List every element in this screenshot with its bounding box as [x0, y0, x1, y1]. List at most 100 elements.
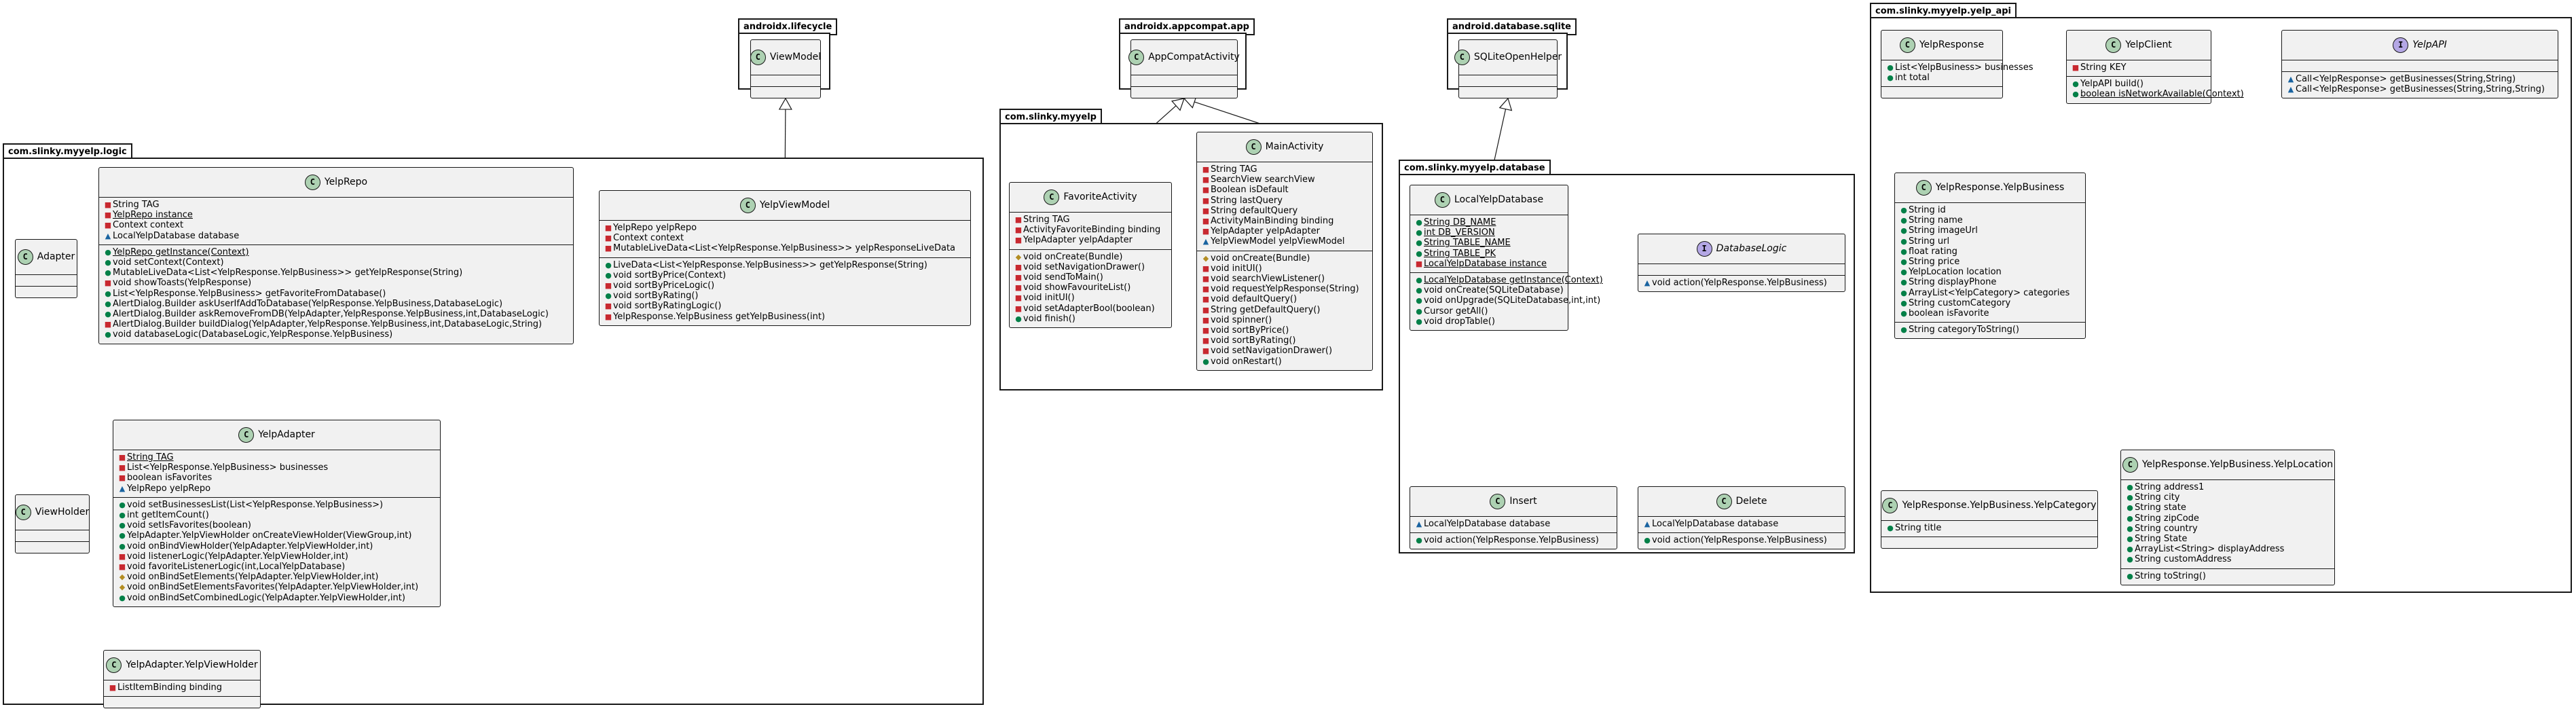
private-visibility-icon: ■ — [1202, 263, 1210, 273]
private-visibility-icon: ■ — [104, 200, 112, 209]
class-badge-icon: C — [106, 657, 122, 673]
private-visibility-icon: ■ — [1202, 336, 1210, 346]
public-visibility-icon: ● — [2127, 493, 2133, 503]
class-name: SQLiteOpenHelper — [1473, 51, 1562, 62]
method-text: List<YelpResponse.YelpBusiness> getFavor… — [113, 288, 386, 299]
public-visibility-icon: ● — [2127, 534, 2133, 544]
private-visibility-icon: ■ — [118, 473, 126, 483]
method-row: ■void showToasts(YelpResponse) — [103, 278, 569, 288]
package-visibility-icon: ▲ — [1416, 520, 1422, 528]
method-text: void onRestart() — [1211, 356, 1282, 367]
class-badge-icon: C — [1044, 189, 1060, 205]
field-text: YelpAdapter yelpAdapter — [1023, 235, 1133, 246]
method-row: ■void favoriteListenerLogic(int,LocalYel… — [117, 562, 436, 572]
field-row: ■Context context — [103, 220, 569, 230]
field-text: String defaultQuery — [1211, 205, 1298, 216]
methods-section — [16, 541, 89, 553]
method-row: ■void initUI() — [1201, 263, 1368, 274]
method-row: ●Cursor getAll() — [1414, 306, 1564, 316]
field-text: LocalYelpDatabase instance — [1424, 258, 1547, 269]
package-tab-androidx-appcompat: androidx.appcompat.app — [1119, 18, 1255, 35]
method-row: ●void setIsFavorites(boolean) — [117, 520, 436, 530]
class-name: YelpAdapter.YelpViewHolder — [126, 659, 258, 670]
inheritance-arrow-icon — [1498, 97, 1513, 111]
method-text: Call<YelpResponse> getBusinesses(String,… — [2296, 74, 2516, 84]
fields-section: ■String TAG■List<YelpResponse.YelpBusine… — [113, 450, 440, 497]
package-tab-yelp-api: com.slinky.myyelp.yelp_api — [1870, 3, 2017, 20]
method-row: ●MutableLiveData<List<YelpResponse.YelpB… — [103, 268, 569, 278]
method-text: boolean isNetworkAvailable(Context) — [2080, 89, 2244, 100]
public-visibility-icon: ● — [2127, 513, 2133, 523]
public-visibility-icon: ● — [1900, 325, 1907, 335]
field-row: ■String lastQuery — [1201, 196, 1368, 206]
class-badge-icon: C — [1454, 50, 1470, 65]
public-visibility-icon: ● — [119, 500, 126, 509]
public-visibility-icon: ● — [119, 511, 126, 520]
method-text: void action(YelpResponse.YelpBusiness) — [1652, 535, 1827, 546]
method-row: ●void onBindSetCombinedLogic(YelpAdapter… — [117, 593, 436, 603]
method-text: void onCreate(Bundle) — [1023, 251, 1123, 262]
field-text: MutableLiveData<List<YelpResponse.YelpBu… — [613, 243, 956, 254]
public-visibility-icon: ● — [119, 593, 126, 602]
public-visibility-icon: ● — [1887, 524, 1894, 532]
public-visibility-icon: ● — [1644, 536, 1651, 545]
private-visibility-icon: ■ — [1014, 293, 1023, 303]
public-visibility-icon: ● — [605, 270, 612, 280]
public-visibility-icon: ● — [1416, 249, 1422, 258]
method-row: ◆void onBindSetElements(YelpAdapter.Yelp… — [117, 572, 436, 582]
methods-section: ●void setBusinessesList(List<YelpRespons… — [113, 496, 440, 606]
fields-section: ■YelpRepo yelpRepo■Context context■Mutab… — [600, 220, 970, 257]
field-text: YelpRepo yelpRepo — [613, 223, 697, 233]
method-row: ●YelpAPI build() — [2071, 79, 2207, 89]
method-text: void finish() — [1023, 313, 1075, 324]
class-name: YelpResponse.YelpBusiness — [1935, 181, 2065, 193]
methods-section: ▲void action(YelpResponse.YelpBusiness) — [1638, 275, 1845, 291]
class-name: YelpResponse — [1919, 39, 1985, 50]
method-row: ●List<YelpResponse.YelpBusiness> getFavo… — [103, 289, 569, 299]
method-text: void sortByRatingLogic() — [613, 301, 722, 312]
public-visibility-icon: ● — [2127, 571, 2133, 581]
methods-section: ●void action(YelpResponse.YelpBusiness) — [1638, 532, 1845, 549]
method-text: void action(YelpResponse.YelpBusiness) — [1424, 535, 1599, 546]
private-visibility-icon: ■ — [1202, 285, 1210, 294]
field-text: ArrayList<String> displayAddress — [2135, 544, 2285, 555]
public-visibility-icon: ● — [1015, 314, 1022, 323]
class-badge-icon: C — [304, 175, 320, 190]
class-badge-icon: C — [1882, 498, 1898, 513]
field-row: ●String imageUrl — [1899, 225, 2081, 236]
method-row: ●AlertDialog.Builder askRemoveFromDB(Yel… — [103, 309, 569, 319]
field-row: ●String country — [2125, 524, 2330, 534]
protected-visibility-icon: ◆ — [119, 583, 126, 592]
private-visibility-icon: ■ — [1014, 215, 1023, 224]
class-name: ViewModel — [769, 51, 822, 62]
fields-section — [751, 75, 820, 86]
method-row: ■void initUI() — [1014, 293, 1167, 303]
field-row: ▲LocalYelpDatabase database — [1642, 519, 1841, 529]
field-row: ■String KEY — [2071, 62, 2207, 73]
package-visibility-icon: ▲ — [1644, 278, 1651, 287]
method-row: ●String toString() — [2125, 571, 2330, 581]
class-badge-icon: C — [238, 427, 255, 443]
